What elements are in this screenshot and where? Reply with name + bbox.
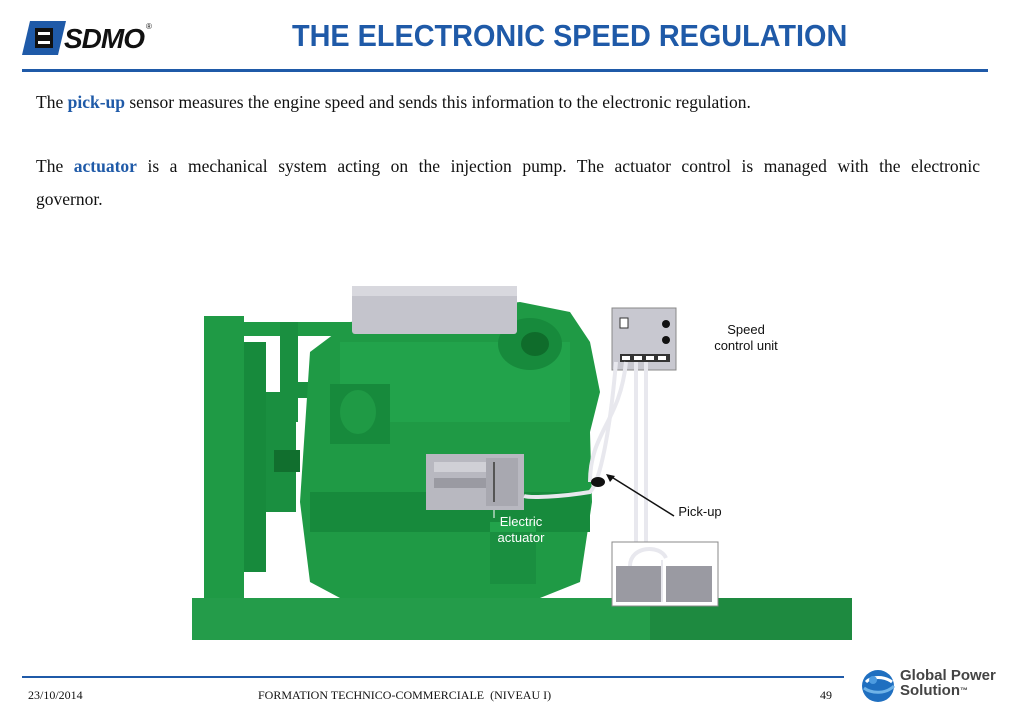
engine-diagram: Speed control unit Pick-up Electric actu… — [190, 282, 860, 644]
label-speed-line2: control unit — [714, 338, 778, 353]
pickup-sensor — [591, 477, 605, 487]
label-actuator-line1: Electric — [499, 514, 543, 529]
global-power-solution-logo: Global Power Solution™ — [858, 666, 1013, 704]
keyword-actuator: actuator — [73, 156, 137, 176]
title-divider — [22, 69, 988, 72]
sdmo-logo-icon — [22, 21, 66, 55]
brand-line2: Solution — [900, 682, 960, 699]
label-electric-actuator: Electric actuator — [486, 514, 556, 546]
globe-icon — [862, 670, 896, 702]
sdmo-logo: SDMO ® — [22, 18, 154, 60]
footer-course: FORMATION TECHNICO-COMMERCIALE (NIVEAU I… — [258, 688, 552, 702]
pickup-pointer — [609, 475, 675, 517]
paragraph-pickup: The pick-up sensor measures the engine s… — [36, 86, 976, 119]
label-pickup: Pick-up — [678, 504, 722, 519]
label-speed-control-unit: Speed control unit — [704, 322, 788, 354]
radiator — [204, 316, 244, 598]
brand-line1: Global Power — [900, 667, 996, 684]
brand-trademark: ™ — [960, 686, 968, 695]
p1-text-before: The — [36, 92, 68, 112]
engine-illustration — [192, 286, 852, 640]
brand-text: Global Power Solution™ — [900, 668, 996, 698]
footer-page-number: 49 — [820, 688, 832, 702]
label-actuator-line2: actuator — [497, 530, 545, 545]
paragraph-actuator: The actuator is a mechanical system acti… — [36, 150, 980, 216]
p2-text-before: The — [36, 156, 74, 176]
p1-text-after: sensor measures the engine speed and sen… — [124, 92, 751, 112]
keyword-pickup: pick-up — [67, 92, 125, 112]
p2-text-after: is a mechanical system acting on the inj… — [36, 156, 980, 209]
footer-date: 23/10/2014 — [28, 688, 83, 702]
page-title: THE ELECTRONIC SPEED REGULATION — [292, 18, 848, 53]
footer-divider — [22, 676, 844, 678]
air-filter — [352, 286, 517, 334]
label-speed-line1: Speed — [727, 322, 765, 337]
brand-line2-wrap: Solution™ — [900, 683, 996, 698]
logo-text: SDMO — [64, 23, 145, 54]
registered-mark: ® — [146, 22, 152, 31]
